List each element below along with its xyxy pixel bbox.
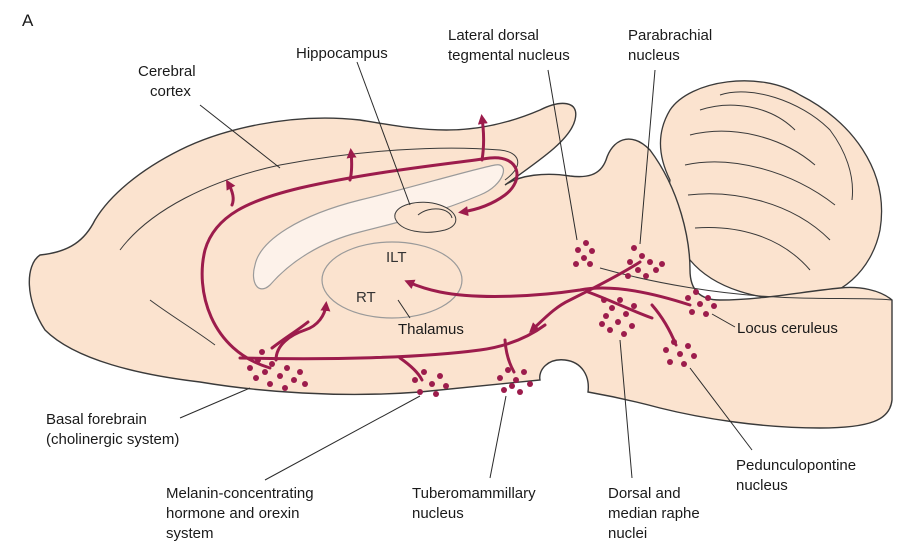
label-raphe-1: Dorsal and bbox=[608, 485, 681, 502]
label-mch-1: Melanin-concentrating bbox=[166, 485, 314, 502]
label-raphe-2: median raphe bbox=[608, 505, 700, 522]
label-raphe-3: nuclei bbox=[608, 525, 647, 542]
label-mch-2: hormone and orexin bbox=[166, 505, 299, 522]
label-ilt: ILT bbox=[386, 249, 407, 266]
label-basal-forebrain-2: (cholinergic system) bbox=[46, 431, 179, 448]
label-locus-ceruleus: Locus ceruleus bbox=[737, 320, 838, 337]
label-ldt-1: Lateral dorsal bbox=[448, 27, 539, 44]
label-mch-3: system bbox=[166, 525, 214, 542]
label-parabrachial-2: nucleus bbox=[628, 47, 680, 64]
label-cerebral-cortex-1: Cerebral bbox=[138, 63, 196, 80]
label-tuberomammillary-2: nucleus bbox=[412, 505, 464, 522]
label-ldt-2: tegmental nucleus bbox=[448, 47, 570, 64]
pathway-cortex-branch-3 bbox=[482, 118, 484, 160]
label-parabrachial-1: Parabrachial bbox=[628, 27, 712, 44]
label-thalamus: Thalamus bbox=[398, 321, 464, 338]
label-hippocampus: Hippocampus bbox=[296, 45, 388, 62]
label-ppn-2: nucleus bbox=[736, 477, 788, 494]
label-ppn-1: Pedunculopontine bbox=[736, 457, 856, 474]
label-rt: RT bbox=[356, 289, 376, 306]
pathway-cortex-branch-2 bbox=[350, 152, 352, 180]
label-cerebral-cortex-2: cortex bbox=[150, 83, 191, 100]
panel-letter: A bbox=[22, 11, 34, 30]
label-basal-forebrain-1: Basal forebrain bbox=[46, 411, 147, 428]
label-tuberomammillary-1: Tuberomammillary bbox=[412, 485, 536, 502]
